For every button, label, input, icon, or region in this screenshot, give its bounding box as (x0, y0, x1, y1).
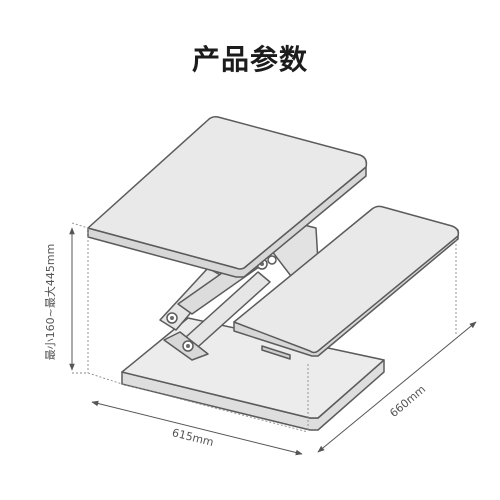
page-title: 产品参数 (191, 43, 308, 76)
width-dimension (91, 400, 303, 456)
height-range-label: 最小160~最大445mm (43, 244, 57, 361)
top-desktop (87, 116, 368, 278)
width-label: 615mm (171, 426, 215, 449)
depth-label: 660mm (387, 383, 428, 420)
depth-dimension (317, 321, 477, 453)
